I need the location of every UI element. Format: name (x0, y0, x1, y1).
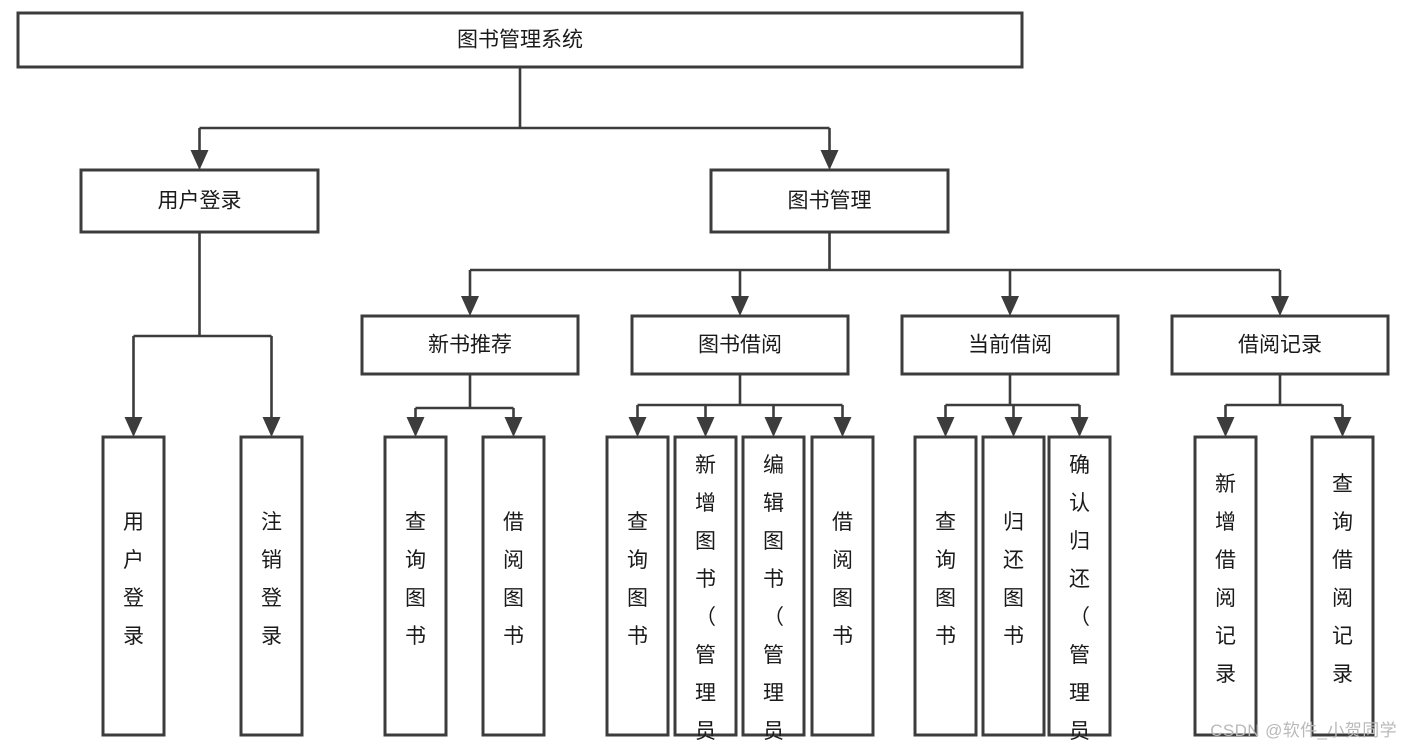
arrow-head-icon (262, 417, 281, 437)
node-box-book-management (709, 168, 950, 234)
node-box-leaf-query-book-current (913, 435, 978, 737)
node-box-leaf-borrow-book-recommend (481, 435, 546, 737)
node-box-leaf-query-book-recommend (383, 435, 448, 737)
connector-layer (124, 67, 1352, 437)
arrow-head-icon (628, 417, 647, 437)
node-label-leaf-borrow-book: 借阅图书 (832, 511, 853, 648)
connector-new-book-recommend-to-bus (406, 374, 523, 437)
node-label-leaf-query-borrow-record: 查询借阅记录 (1332, 473, 1353, 686)
node-leaf-query-book-recommend[interactable]: 查询图书 (383, 435, 448, 737)
arrow-head-icon (764, 417, 783, 437)
node-leaf-return-book[interactable]: 归还图书 (981, 435, 1046, 737)
node-box-borrow-record (1170, 314, 1390, 376)
node-leaf-confirm-return-admin[interactable]: 确认归还（管理员） (1047, 435, 1112, 747)
connector-book-borrow-to-bus (628, 374, 852, 437)
node-label-book-management: 图书管理 (788, 190, 872, 213)
node-label-leaf-query-book-current: 查询图书 (935, 511, 956, 648)
node-box-leaf-add-book-admin (673, 435, 738, 737)
arrow-head-icon (820, 150, 839, 170)
node-label-leaf-borrow-book-recommend: 借阅图书 (503, 511, 524, 648)
connector-user-login-to-bus (124, 232, 281, 437)
node-label-leaf-return-book: 归还图书 (1003, 511, 1024, 648)
connector-current-borrow-to-bus (936, 374, 1089, 437)
node-book-borrow[interactable]: 图书借阅 (630, 314, 850, 376)
node-label-leaf-query-book-recommend: 查询图书 (405, 511, 426, 648)
node-leaf-add-borrow-record[interactable]: 新增借阅记录 (1193, 435, 1258, 737)
node-label-book-borrow: 图书借阅 (698, 334, 782, 357)
arrow-head-icon (1271, 296, 1289, 316)
node-label-current-borrow: 当前借阅 (968, 334, 1052, 357)
node-label-leaf-query-book-borrow: 查询图书 (627, 511, 648, 648)
node-user-login[interactable]: 用户登录 (79, 168, 320, 234)
node-current-borrow[interactable]: 当前借阅 (900, 314, 1120, 376)
node-box-leaf-query-borrow-record (1310, 435, 1375, 737)
node-box-leaf-return-book (981, 435, 1046, 737)
arrow-head-icon (731, 296, 749, 316)
node-label-root: 图书管理系统 (457, 29, 583, 52)
node-label-leaf-add-book-admin: 新增图书（管理员） (695, 454, 716, 747)
node-label-leaf-confirm-return-admin: 确认归还（管理员） (1069, 454, 1090, 747)
node-label-leaf-add-borrow-record: 新增借阅记录 (1215, 473, 1236, 686)
arrow-head-icon (1216, 417, 1235, 437)
arrow-head-icon (504, 417, 523, 437)
node-label-borrow-record: 借阅记录 (1238, 334, 1322, 357)
arrow-head-icon (190, 150, 209, 170)
node-box-leaf-add-borrow-record (1193, 435, 1258, 737)
arrow-head-icon (1004, 417, 1023, 437)
node-leaf-add-book-admin[interactable]: 新增图书（管理员） (673, 435, 738, 747)
node-box-leaf-logout (239, 435, 304, 737)
node-label-new-book-recommend: 新书推荐 (428, 334, 512, 357)
arrow-head-icon (696, 417, 715, 437)
node-leaf-user-login[interactable]: 用户登录 (101, 435, 166, 737)
arrow-head-icon (1333, 417, 1352, 437)
node-leaf-query-book-borrow[interactable]: 查询图书 (605, 435, 670, 737)
node-box-leaf-user-login (101, 435, 166, 737)
node-leaf-logout[interactable]: 注销登录 (239, 435, 304, 737)
node-box-new-book-recommend (360, 314, 580, 376)
arrow-head-icon (124, 417, 143, 437)
arrow-head-icon (1001, 296, 1019, 316)
arrow-head-icon (833, 417, 852, 437)
node-box-root (16, 11, 1024, 69)
connector-root-to-bus (190, 67, 839, 170)
arrow-head-icon (406, 417, 425, 437)
node-label-leaf-logout: 注销登录 (261, 511, 282, 648)
node-root[interactable]: 图书管理系统 (16, 11, 1024, 69)
node-book-management[interactable]: 图书管理 (709, 168, 950, 234)
node-box-current-borrow (900, 314, 1120, 376)
node-box-user-login (79, 168, 320, 234)
node-box-leaf-borrow-book (810, 435, 875, 737)
node-label-leaf-edit-book-admin: 编辑图书（管理员） (763, 454, 784, 747)
node-leaf-borrow-book[interactable]: 借阅图书 (810, 435, 875, 737)
node-label-leaf-user-login: 用户登录 (123, 511, 144, 648)
node-new-book-recommend[interactable]: 新书推荐 (360, 314, 580, 376)
arrow-head-icon (1070, 417, 1089, 437)
node-layer: 图书管理系统用户登录图书管理新书推荐图书借阅当前借阅借阅记录用户登录注销登录查询… (16, 11, 1390, 747)
node-box-book-borrow (630, 314, 850, 376)
node-borrow-record[interactable]: 借阅记录 (1170, 314, 1390, 376)
arrow-head-icon (461, 296, 479, 316)
connector-book-management-to-bus (461, 232, 1289, 316)
node-leaf-borrow-book-recommend[interactable]: 借阅图书 (481, 435, 546, 737)
arrow-head-icon (936, 417, 955, 437)
node-box-leaf-edit-book-admin (741, 435, 806, 737)
node-label-user-login: 用户登录 (158, 190, 242, 213)
node-box-leaf-confirm-return-admin (1047, 435, 1112, 737)
connector-borrow-record-to-bus (1216, 374, 1352, 437)
node-leaf-query-book-current[interactable]: 查询图书 (913, 435, 978, 737)
node-leaf-edit-book-admin[interactable]: 编辑图书（管理员） (741, 435, 806, 747)
node-box-leaf-query-book-borrow (605, 435, 670, 737)
node-leaf-query-borrow-record[interactable]: 查询借阅记录 (1310, 435, 1375, 737)
